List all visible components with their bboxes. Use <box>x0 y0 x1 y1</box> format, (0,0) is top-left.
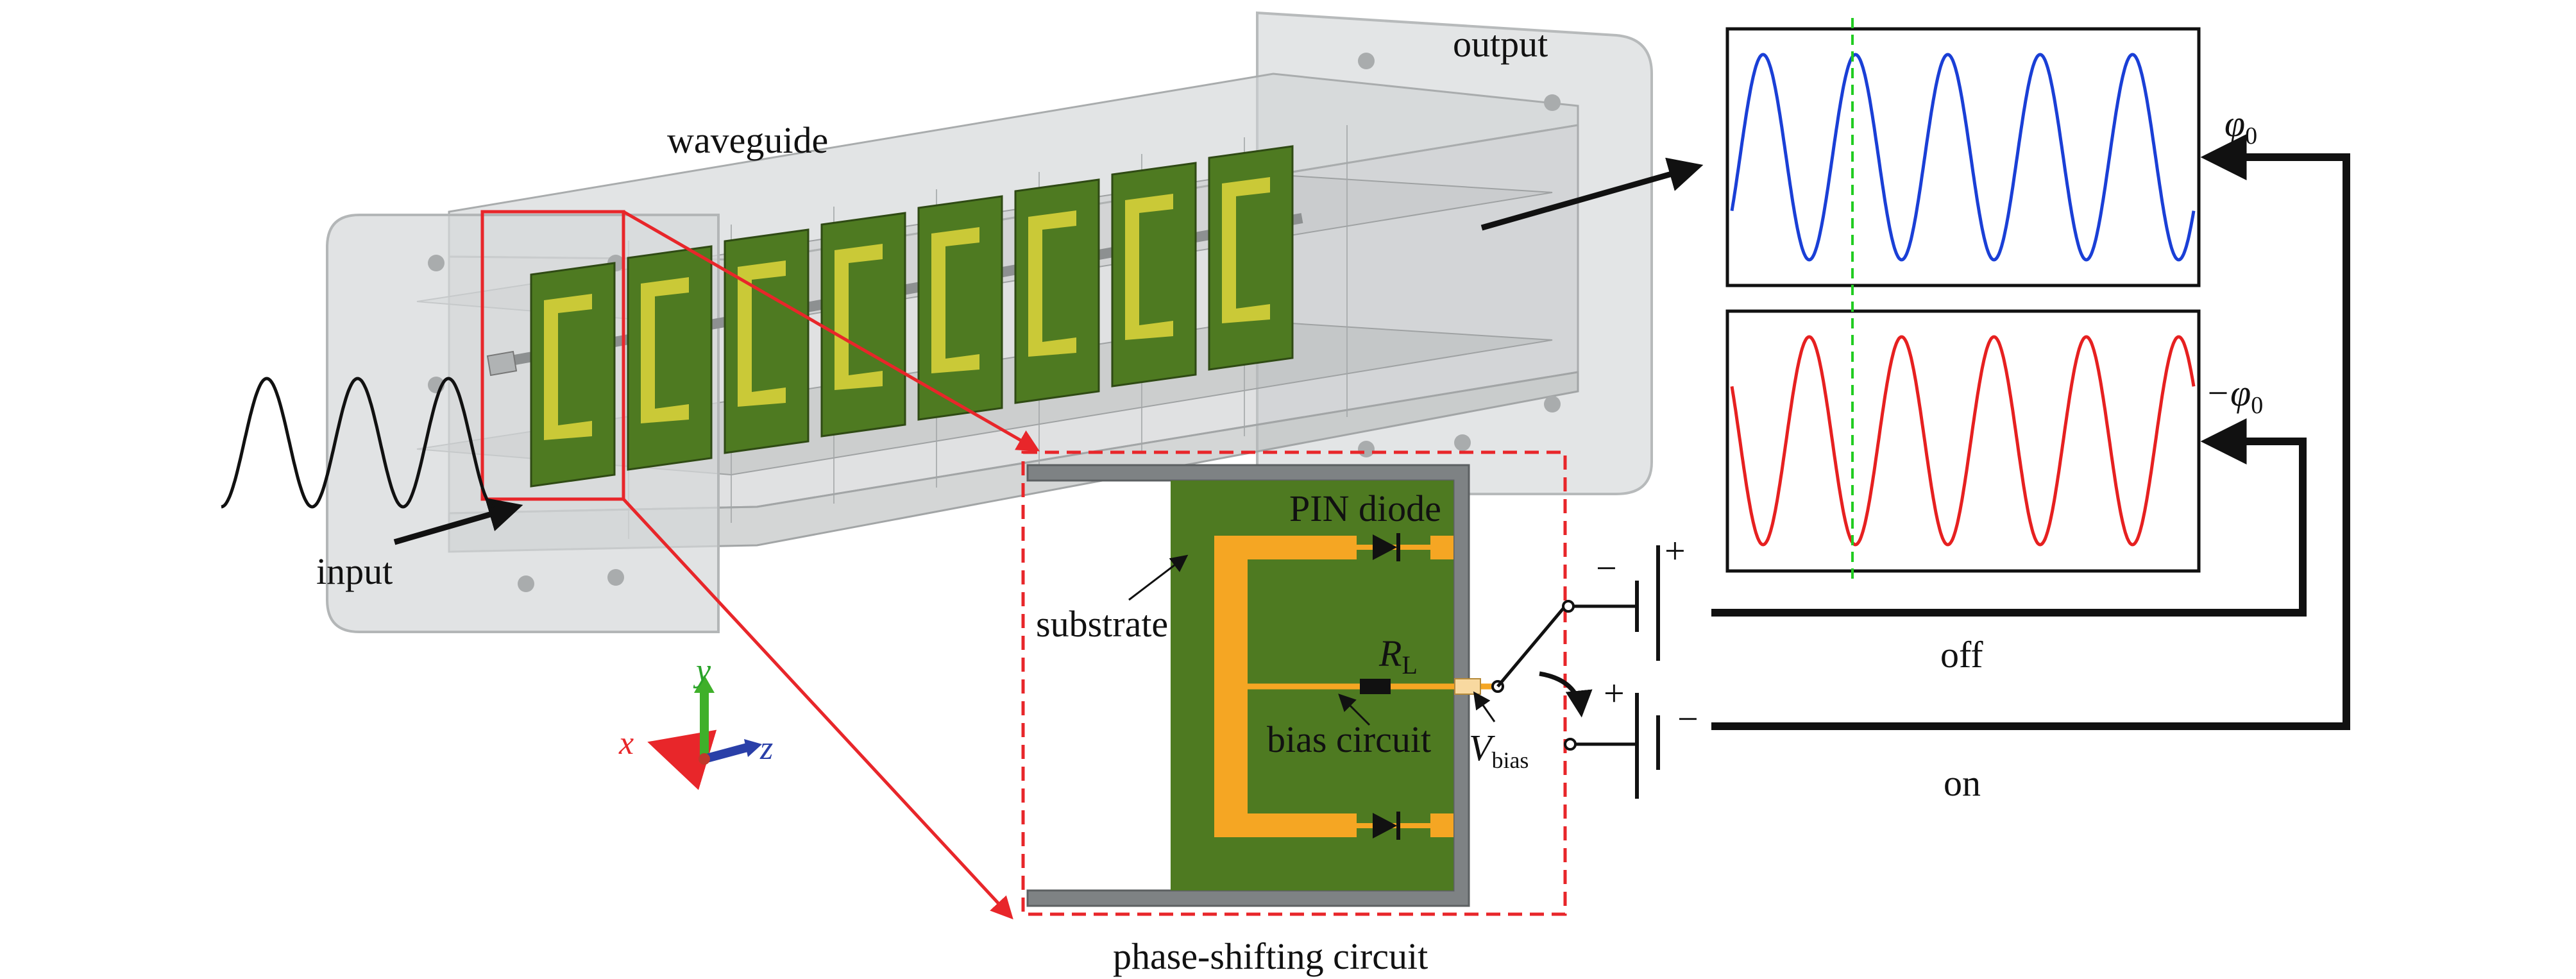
z-axis-head <box>744 739 762 757</box>
phase-shifter-cards <box>530 145 1294 488</box>
resistor-label: RL <box>1378 633 1418 679</box>
zoom-line-bottom <box>622 498 1013 920</box>
substrate-pointer <box>1128 554 1189 601</box>
output-wave-phi-plus <box>1730 53 2196 262</box>
axis-y-label: y <box>693 652 711 689</box>
on-label: on <box>1944 762 1981 804</box>
bias-circuit-pointer <box>1338 694 1371 726</box>
feed-pin <box>1454 678 1481 695</box>
output-wave-phi-minus <box>1730 335 2196 547</box>
highlight-box <box>480 210 625 501</box>
pcb-card <box>820 212 906 438</box>
copper-pad-bottom <box>1430 813 1453 837</box>
metal-housing <box>1026 464 1470 907</box>
substrate-label: substrate <box>1036 603 1168 645</box>
vbias-label: Vbias <box>1469 727 1529 773</box>
pin-diode-label: PIN diode <box>1289 488 1441 529</box>
pcb-card <box>1014 178 1100 404</box>
z-axis-arrow <box>703 743 749 763</box>
pcb-card <box>917 195 1003 421</box>
pin-diode-top <box>1373 533 1400 561</box>
panel-phi-minus <box>1725 309 2201 573</box>
pcb-card <box>1111 162 1197 387</box>
resistor-rl <box>1360 679 1391 694</box>
phi-minus-label: −φ0 <box>2205 372 2263 419</box>
switch-lever <box>1496 605 1566 688</box>
x-axis-arrow <box>647 729 717 790</box>
copper-pad-top <box>1430 536 1453 559</box>
pin-diode-bottom <box>1373 812 1400 840</box>
wire-on <box>1711 134 2350 730</box>
output-arrow <box>1480 157 1704 231</box>
battery-off-minus: − <box>1596 547 1617 589</box>
input-label: input <box>316 550 393 592</box>
input-arrow <box>393 498 523 545</box>
copper-c-pattern <box>1214 536 1357 837</box>
switch-contact-off <box>1562 600 1575 613</box>
vbias-pointer <box>1473 691 1496 722</box>
pcb-card <box>530 262 616 488</box>
waveguide-label: waveguide <box>667 119 828 161</box>
y-axis-head <box>694 675 715 693</box>
pcb-card <box>627 245 713 471</box>
circuit-detail: PIN diode substrate RL bias circuit Vbia… <box>1021 450 1567 977</box>
zoom-line-top <box>622 210 1040 452</box>
pcb-card <box>724 228 809 454</box>
bias-circuit-label: bias circuit <box>1267 719 1431 760</box>
battery-on-minus: − <box>1677 698 1699 740</box>
battery-on-plus: + <box>1604 672 1625 714</box>
switch-contact-on <box>1564 738 1577 751</box>
pcb-card <box>1208 145 1294 371</box>
axis-origin <box>699 753 710 765</box>
input-flange <box>326 214 720 633</box>
circuit-caption: phase-shifting circuit <box>1113 935 1428 977</box>
bias-switch: − + + − off on <box>1496 134 2350 804</box>
phi-plus-label: φ0 <box>2224 103 2257 149</box>
input-wave <box>221 377 495 509</box>
axis-triad: x y z <box>618 652 773 790</box>
output-panels: φ0 −φ0 <box>1725 18 2263 581</box>
rod-tip <box>486 350 518 377</box>
axis-z-label: z <box>759 730 773 767</box>
battery-off-plus: + <box>1665 530 1686 572</box>
off-label: off <box>1940 634 1983 676</box>
switch-rotation-arrow <box>1539 671 1593 718</box>
output-label: output <box>1453 23 1548 65</box>
panel-phi-plus <box>1725 27 2201 287</box>
wire-off <box>1711 418 2307 617</box>
axis-x-label: x <box>618 725 634 762</box>
